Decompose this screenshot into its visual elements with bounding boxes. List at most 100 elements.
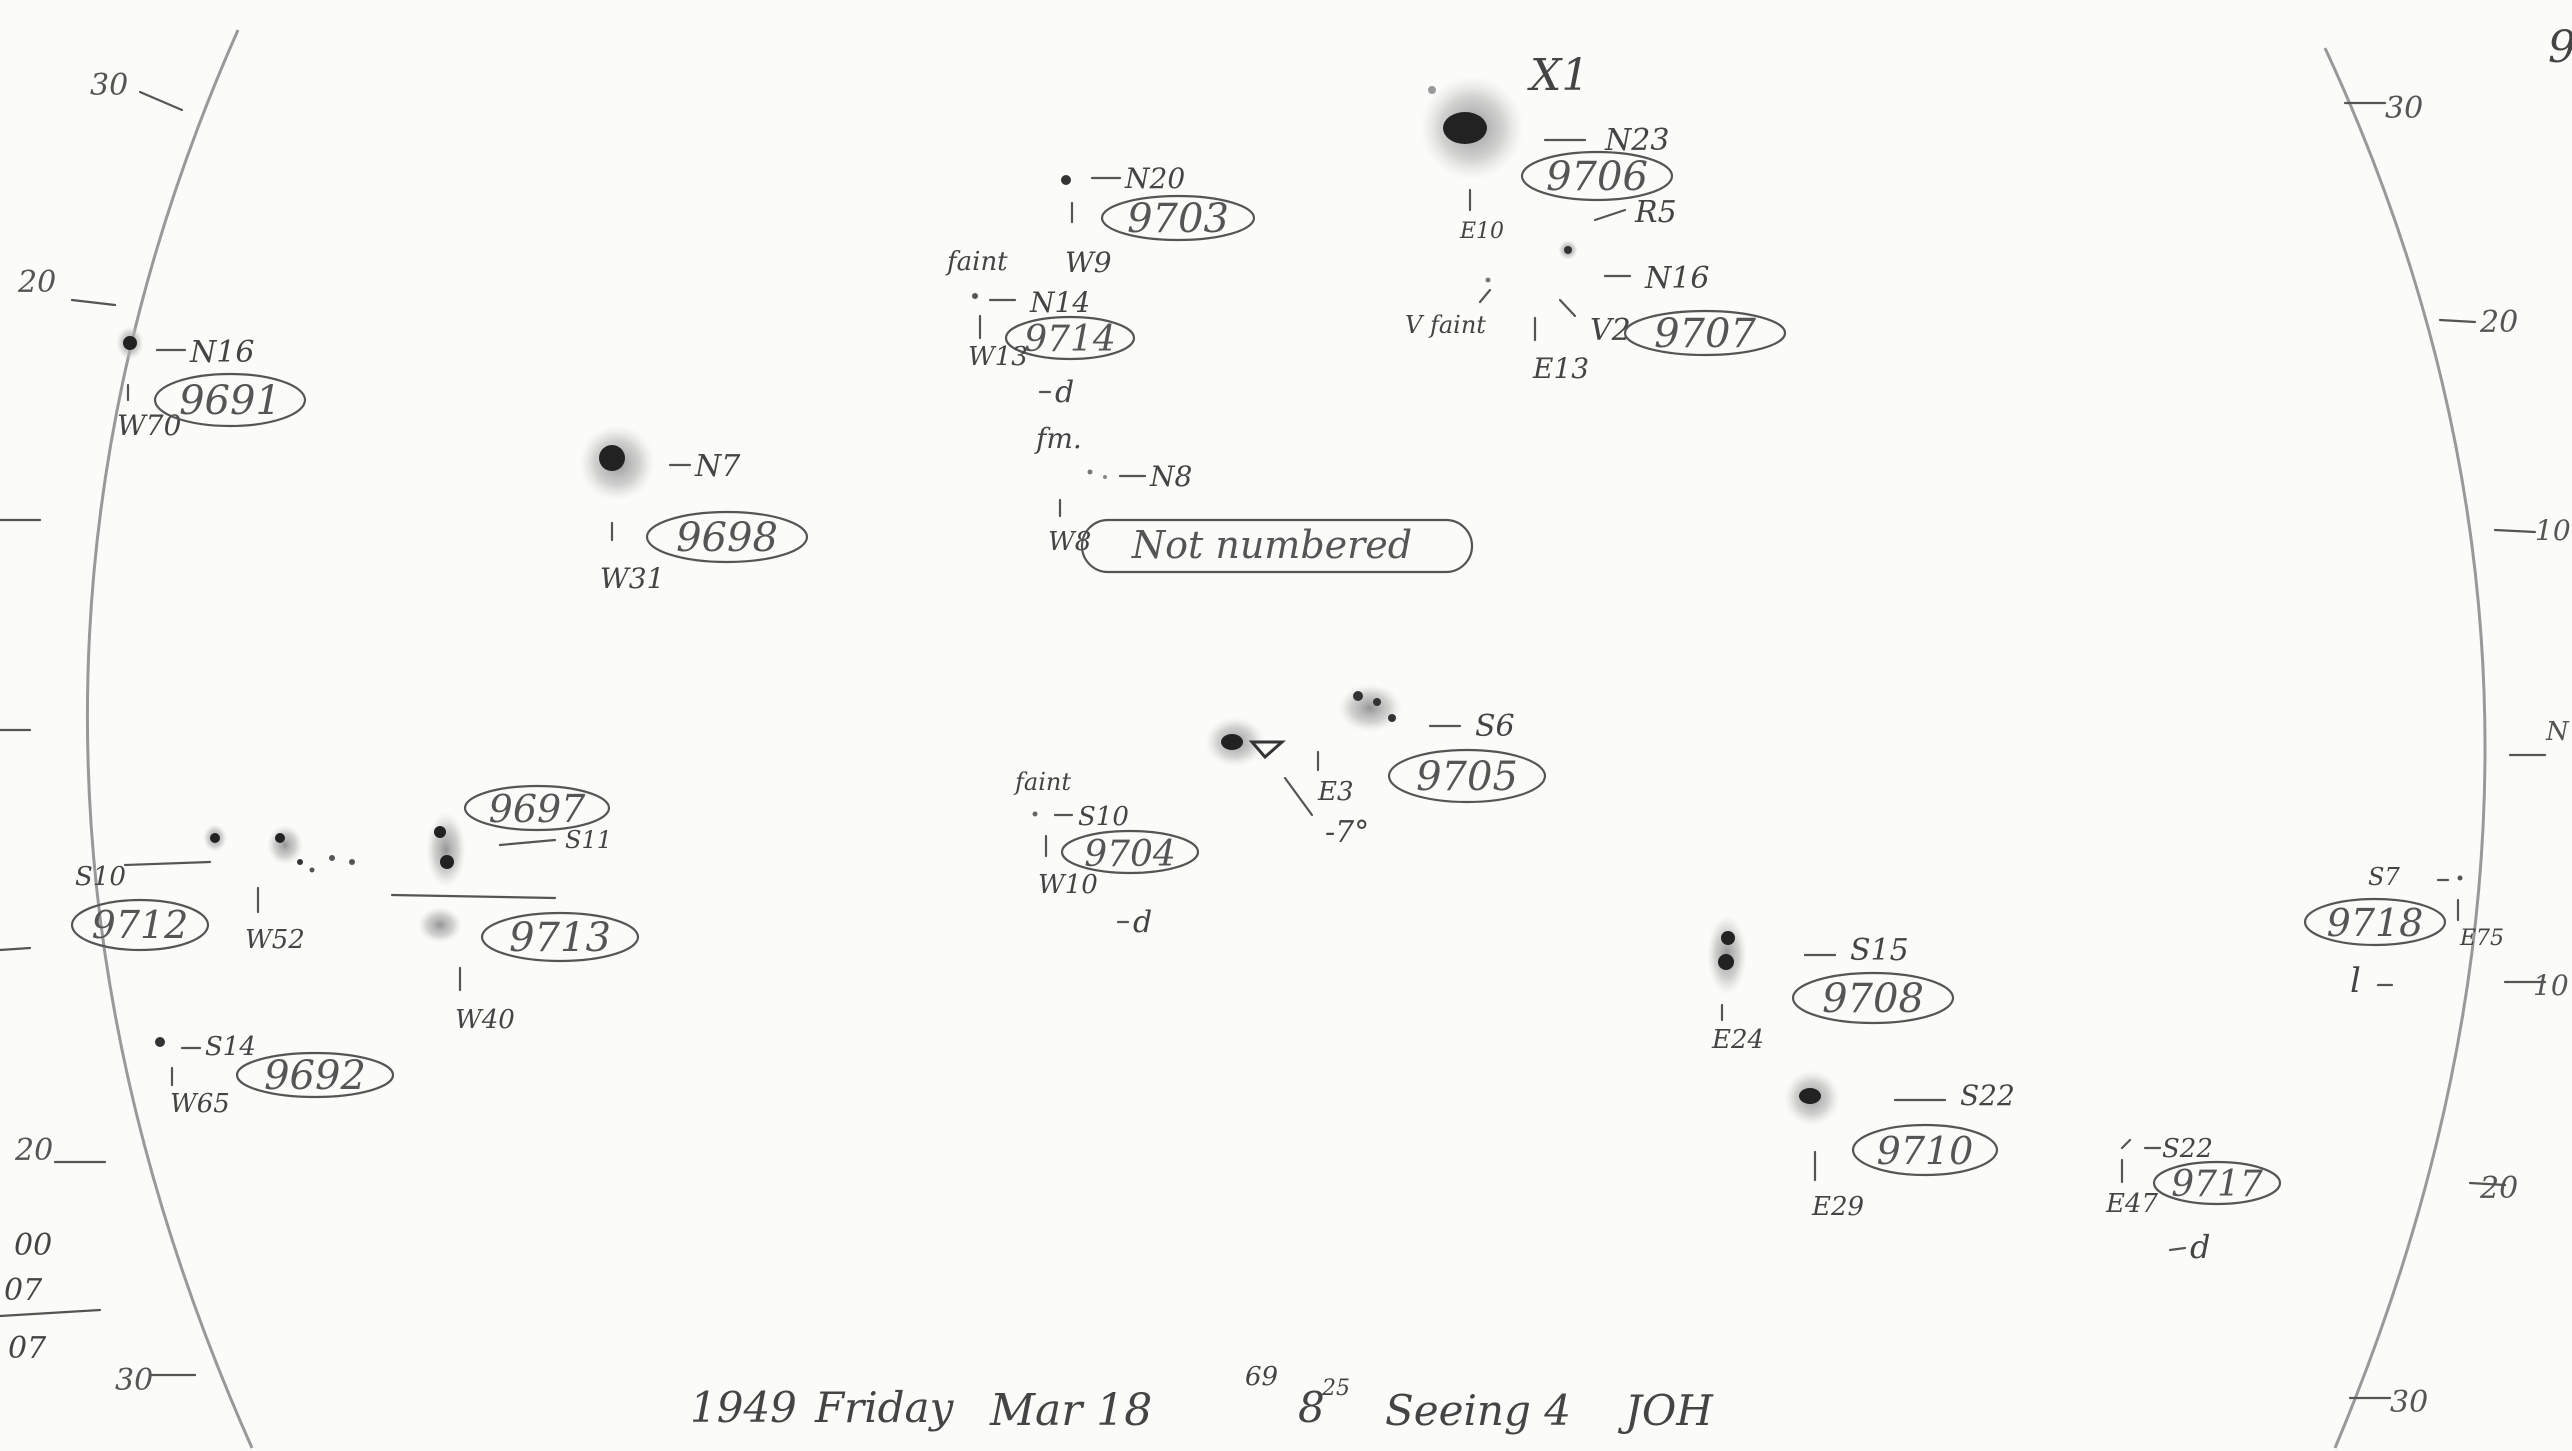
footer-day: Friday xyxy=(814,1383,955,1432)
group-number: 9697 xyxy=(489,787,587,831)
class-label: X1 xyxy=(1527,50,1589,101)
longitude-label: W70 xyxy=(117,409,181,442)
footer-time-sup: 25 xyxy=(1321,1376,1350,1401)
group-number: 9706 xyxy=(1546,154,1648,200)
group-number: 9707 xyxy=(1654,311,1756,357)
sunspot-group-9712: S10 W52 9712 xyxy=(70,824,355,955)
right-scale-20-top: 20 xyxy=(2479,305,2518,340)
note-faint: faint xyxy=(945,247,1008,277)
left-scale-20-top: 20 xyxy=(17,265,56,300)
latitude-label: S10 xyxy=(75,862,126,892)
sunspot-group-9717: S22 9717 E47 d xyxy=(2105,1134,2282,1266)
longitude-label: E10 xyxy=(1459,219,1504,244)
latitude-label: S6 xyxy=(1475,709,1515,744)
footer-seeing: Seeing 4 xyxy=(1385,1386,1571,1435)
footer-date-sup: 69 xyxy=(1245,1362,1278,1392)
sunspot-group-9704: faint S10 9704 W10 d xyxy=(1013,768,1200,940)
svg-text:07: 07 xyxy=(4,1273,43,1308)
extra-label: -7° xyxy=(1325,815,1369,850)
sunspot-group-9707: R5 N16 V faint E13 V2 9707 xyxy=(1405,195,1787,385)
longitude-label: E24 xyxy=(1711,1025,1764,1055)
note-fm: fm. xyxy=(1034,422,1082,455)
extra-label: R5 xyxy=(1634,195,1677,230)
footer-year: 1949 xyxy=(690,1383,797,1432)
longitude-label: W65 xyxy=(170,1089,230,1119)
sunspot-group-9692: S14 W65 9692 xyxy=(155,1032,395,1119)
latitude-label: S14 xyxy=(205,1032,256,1062)
note-faint: faint xyxy=(1013,768,1071,796)
longitude-label: E29 xyxy=(1811,1192,1864,1222)
latitude-label: N7 xyxy=(694,449,741,484)
longitude-label: E13 xyxy=(1532,352,1589,385)
group-number: 9691 xyxy=(179,378,281,424)
class-label: d xyxy=(1133,905,1152,940)
latitude-label: N14 xyxy=(1029,286,1090,319)
right-scale-equator: N 0 xyxy=(2545,717,2572,747)
group-number: 9717 xyxy=(2171,1164,2263,1205)
solar-limb-right xyxy=(2323,47,2487,1449)
latitude-label: S10 xyxy=(1078,802,1129,832)
left-latitude-scale: 30 20 20 30 xyxy=(0,68,197,1398)
longitude-label: E47 xyxy=(2105,1189,2159,1219)
group-number: 9712 xyxy=(92,903,189,947)
latitude-label: S11 xyxy=(565,826,612,854)
group-number: 9704 xyxy=(1084,834,1176,875)
longitude-label: E3 xyxy=(1317,777,1354,807)
longitude-label: W10 xyxy=(1038,870,1098,900)
sunspot-group-9710: S22 E29 9710 xyxy=(1784,1070,2015,1222)
latitude-label: S15 xyxy=(1850,933,1909,968)
latitude-label: N8 xyxy=(1149,460,1192,493)
sunspot-group-9691: N16 W70 9691 xyxy=(116,326,307,442)
left-scale-30-bottom: 30 xyxy=(115,1363,153,1398)
group-number: 9692 xyxy=(264,1053,366,1099)
footer-date: Mar 18 xyxy=(989,1385,1152,1436)
corner-mark: 9 xyxy=(2548,22,2572,73)
group-number: 9714 xyxy=(1024,319,1116,360)
svg-text:07: 07 xyxy=(8,1331,47,1366)
longitude-label: W52 xyxy=(245,925,305,955)
longitude-label: W8 xyxy=(1048,527,1091,557)
solar-limb-left xyxy=(85,29,254,1449)
right-scale-20-bottom: 20 xyxy=(2479,1171,2518,1206)
sunspot-group-9705: S6 E3 9705 -7° xyxy=(1205,684,1547,850)
latitude-label: S22 xyxy=(1960,1079,2015,1112)
latitude-label: S7 xyxy=(2368,863,2400,891)
class-label: l xyxy=(2350,961,2361,1001)
svg-text:00: 00 xyxy=(14,1228,52,1263)
right-scale-30-bottom: 30 xyxy=(2390,1385,2428,1420)
note-v-faint: V faint xyxy=(1405,311,1486,339)
longitude-label: W9 xyxy=(1065,246,1112,279)
latitude-label: N20 xyxy=(1124,162,1185,195)
observation-footer: 1949 Friday Mar 18 69 8 25 Seeing 4 JOH xyxy=(690,1362,1714,1436)
class-label: d xyxy=(2190,1228,2210,1266)
left-margin-notes: 00 07 07 xyxy=(0,1228,102,1366)
group-number: 9698 xyxy=(676,515,778,561)
footer-observer: JOH xyxy=(1617,1386,1714,1435)
footer-time: 8 xyxy=(1298,1383,1325,1432)
group-number: 9713 xyxy=(509,915,611,961)
longitude-label: W13 xyxy=(968,342,1028,372)
left-scale-30-top: 30 xyxy=(90,68,128,103)
longitude-label: W40 xyxy=(455,1005,515,1035)
longitude-label: W31 xyxy=(600,562,664,595)
sunspot-group-9698: N7 W31 9698 xyxy=(579,425,809,595)
group-number: Not numbered xyxy=(1131,523,1412,567)
right-scale-10-bottom: 10 xyxy=(2533,969,2569,1002)
class-label: d xyxy=(1055,375,1074,410)
latitude-label: S22 xyxy=(2162,1134,2213,1164)
group-number: 9703 xyxy=(1127,196,1229,242)
latitude-label: N16 xyxy=(1644,261,1709,296)
sunspot-group-9703: N20 9703 W9 faint xyxy=(945,162,1256,279)
sunspot-group-9714: N14 9714 W13 d xyxy=(968,286,1136,410)
sunspot-group-9718: S7 9718 E75 l xyxy=(2303,863,2504,1001)
right-scale-10-top: 10 xyxy=(2535,514,2571,547)
latitude-label: N16 xyxy=(189,335,254,370)
right-latitude-scale: 30 20 10 N 0 10 20 30 xyxy=(2343,91,2572,1420)
group-number: 9708 xyxy=(1822,976,1924,1022)
sunspot-group-9706: X1 N23 E10 9706 xyxy=(1420,50,1674,244)
sunspot-group-not-numbered: fm. N8 W8 Not numbered xyxy=(1034,422,1474,574)
right-scale-30-top: 30 xyxy=(2385,91,2423,126)
sunspot-group-9697: 9697 S11 xyxy=(426,784,612,888)
